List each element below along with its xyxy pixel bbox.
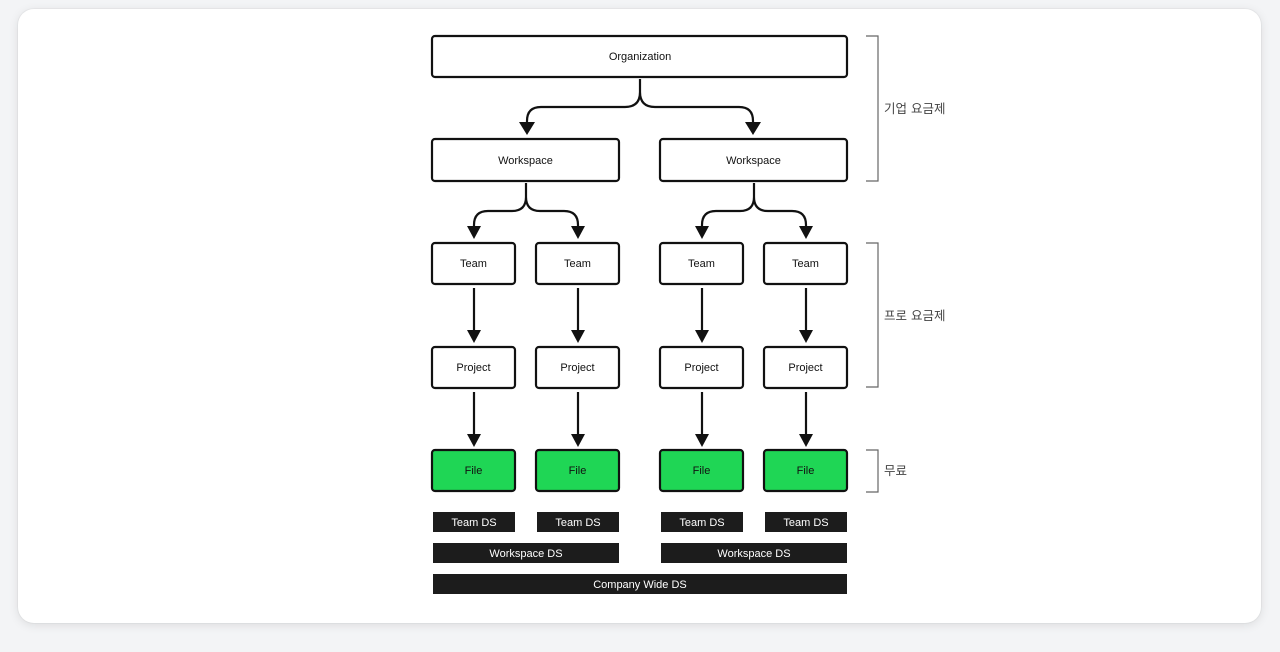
workspace-label: Workspace [498, 155, 553, 167]
project-label: Project [560, 362, 594, 374]
project-label: Project [456, 362, 490, 374]
connectors [472, 79, 808, 436]
company-ds-label: Company Wide DS [593, 579, 687, 591]
team-label: Team [688, 258, 715, 270]
team-node: Team [658, 241, 745, 286]
team-ds-bar: Team DS [537, 512, 619, 532]
file-node: File [762, 448, 849, 493]
arrowhead-icon [799, 434, 813, 447]
organization-label: Organization [609, 51, 671, 63]
team-ds-label: Team DS [679, 517, 724, 529]
arrowhead-icon [571, 330, 585, 343]
project-label: Project [788, 362, 822, 374]
team-node: Team [762, 241, 849, 286]
team-ds-bar: Team DS [433, 512, 515, 532]
arrowhead-icon [467, 330, 481, 343]
project-node: Project [658, 345, 745, 390]
enterprise-bracket [866, 35, 879, 182]
file-node: File [430, 448, 517, 493]
arrowhead-icon [467, 226, 481, 239]
arrowhead-icon [571, 434, 585, 447]
arrowhead-icon [571, 226, 585, 239]
arrowhead-icon [695, 434, 709, 447]
free-tier-label: 무료 [884, 463, 907, 478]
arrowhead-icon [799, 330, 813, 343]
tier-brackets [866, 35, 879, 493]
workspace-ds-label: Workspace DS [489, 548, 562, 560]
project-node: Project [534, 345, 621, 390]
team-label: Team [792, 258, 819, 270]
workspace-label: Workspace [726, 155, 781, 167]
team-label: Team [460, 258, 487, 270]
company-ds-bar: Company Wide DS [433, 574, 847, 594]
org-to-workspaces-connector [525, 79, 755, 125]
file-node: File [658, 448, 745, 493]
arrowhead-icon [519, 122, 535, 135]
arrowhead-icon [799, 226, 813, 239]
workspace-ds-bar: Workspace DS [661, 543, 847, 563]
team-node: Team [534, 241, 621, 286]
pro-bracket [866, 242, 879, 388]
pro-tier-label: 프로 요금제 [884, 308, 945, 323]
organization-node: Organization [430, 34, 849, 79]
project-node: Project [762, 345, 849, 390]
workspace-ds-bar: Workspace DS [433, 543, 619, 563]
project-node: Project [430, 345, 517, 390]
arrowhead-icon [695, 226, 709, 239]
enterprise-tier-label: 기업 요금제 [884, 101, 945, 116]
workspace-node: Workspace [430, 137, 621, 183]
team-ds-label: Team DS [783, 517, 828, 529]
file-label: File [693, 465, 711, 477]
team-node: Team [430, 241, 517, 286]
file-node: File [534, 448, 621, 493]
project-label: Project [684, 362, 718, 374]
team-ds-label: Team DS [555, 517, 600, 529]
file-label: File [569, 465, 587, 477]
team-ds-label: Team DS [451, 517, 496, 529]
workspace-ds-label: Workspace DS [717, 548, 790, 560]
arrowhead-icon [745, 122, 761, 135]
arrowhead-icon [467, 434, 481, 447]
diagram-card [18, 9, 1261, 623]
workspace1-to-teams-connector [472, 183, 580, 229]
file-label: File [797, 465, 815, 477]
team-ds-bar: Team DS [765, 512, 847, 532]
file-label: File [465, 465, 483, 477]
free-bracket [866, 449, 879, 493]
workspace2-to-teams-connector [700, 183, 808, 229]
team-ds-bar: Team DS [661, 512, 743, 532]
team-label: Team [564, 258, 591, 270]
arrowhead-icon [695, 330, 709, 343]
arrowheads [467, 122, 813, 447]
workspace-node: Workspace [658, 137, 849, 183]
